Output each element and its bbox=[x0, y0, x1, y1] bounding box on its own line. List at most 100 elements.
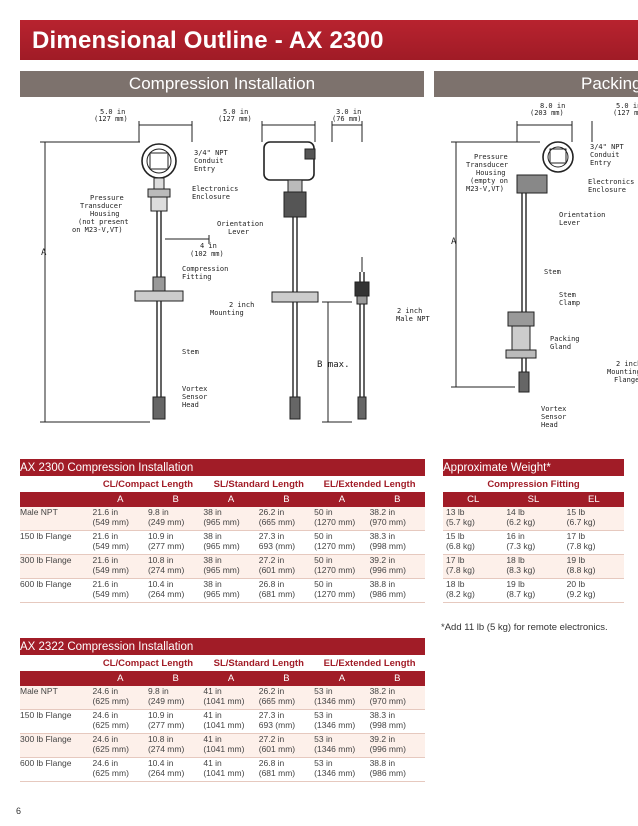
table-cell: 41 in(1041 mm) bbox=[203, 686, 259, 710]
two-inch-label: 2 inch bbox=[229, 301, 254, 309]
value-primary: 41 in bbox=[203, 734, 222, 744]
value-primary: 16 in bbox=[506, 531, 525, 541]
value-secondary: (986 mm) bbox=[369, 768, 406, 778]
value-primary: 24.6 in bbox=[92, 710, 119, 720]
table-cell: 21.6 in(549 mm) bbox=[92, 578, 148, 603]
value-primary: 41 in bbox=[203, 758, 222, 768]
table-cell: 41 in(1041 mm) bbox=[203, 733, 259, 758]
weight-subheader-cl: CL bbox=[443, 492, 504, 507]
value-primary: 38 in bbox=[203, 579, 222, 589]
table-cell: 21.6 in(549 mm) bbox=[92, 530, 148, 555]
value-secondary: (8.8 kg) bbox=[566, 565, 596, 575]
gland-label: Gland bbox=[550, 343, 571, 351]
subheader: A bbox=[92, 492, 148, 507]
value-secondary: (1041 mm) bbox=[203, 696, 245, 706]
value-primary: 53 in bbox=[314, 686, 333, 696]
table-cell: 10.9 in(277 mm) bbox=[147, 530, 204, 555]
value-secondary: (965 mm) bbox=[203, 541, 240, 551]
value-primary: 26.8 in bbox=[258, 579, 285, 589]
dimensional-drawing: 5.0 in (127 mm) 3/4" NPT Conduit Entry E… bbox=[40, 102, 638, 429]
table-cell: 41 in(1041 mm) bbox=[203, 709, 259, 734]
table-cell: 9.8 in(249 mm) bbox=[147, 686, 204, 710]
value-secondary: (8.3 kg) bbox=[506, 565, 536, 575]
value-secondary: (625 mm) bbox=[92, 696, 129, 706]
value-primary: 18 lb bbox=[506, 555, 525, 565]
stem-label: Stem bbox=[182, 348, 199, 356]
row-label: Male NPT bbox=[20, 686, 93, 710]
table-cell: 17 lb(7.8 kg) bbox=[563, 530, 624, 555]
value-primary: 41 in bbox=[203, 710, 222, 720]
vortex-b-label: Vortex bbox=[541, 405, 566, 413]
sensor-b-label: Sensor bbox=[541, 413, 566, 421]
dim-203-label: (203 mm) bbox=[530, 109, 564, 117]
value-secondary: (9.2 kg) bbox=[566, 589, 596, 599]
weight-table: Approximate Weight* Compression Fitting … bbox=[443, 459, 624, 603]
pressure-label: Pressure bbox=[90, 194, 124, 202]
table-cell: 39.2 in(996 mm) bbox=[369, 733, 425, 758]
table-cell: 24.6 in(625 mm) bbox=[92, 709, 148, 734]
value-primary: 13 lb bbox=[446, 507, 465, 517]
value-secondary: 693 (mm) bbox=[258, 541, 296, 551]
value-secondary: (7.3 kg) bbox=[506, 541, 536, 551]
value-primary: 38.2 in bbox=[369, 507, 396, 517]
row-label: 150 lb Flange bbox=[20, 709, 93, 734]
table-cell: 18 lb(8.3 kg) bbox=[503, 554, 564, 579]
section-heading-packing: Packing bbox=[434, 71, 638, 97]
value-secondary: (1270 mm) bbox=[314, 541, 356, 551]
value-secondary: (665 mm) bbox=[258, 696, 296, 706]
value-secondary: (6.7 kg) bbox=[566, 517, 596, 527]
value-secondary: (1041 mm) bbox=[203, 720, 245, 730]
dim-8in-label: 8.0 in bbox=[540, 102, 565, 110]
value-secondary: (665 mm) bbox=[258, 517, 296, 527]
two-inch-b-label: 2 inch bbox=[397, 307, 422, 315]
table-cell: 38 in(965 mm) bbox=[203, 507, 259, 531]
value-primary: 27.2 in bbox=[258, 734, 285, 744]
table-row: 13 lb(5.7 kg)14 lb(6.2 kg)15 lb(6.7 kg) bbox=[443, 507, 624, 531]
group-header-el: EL/Extended Length bbox=[314, 655, 425, 671]
value-secondary: (274 mm) bbox=[147, 565, 185, 575]
value-primary: 14 lb bbox=[506, 507, 525, 517]
m23-b-label: M23-V,VT) bbox=[466, 185, 504, 193]
table-cell: 15 lb(6.7 kg) bbox=[563, 507, 624, 531]
housing-b-label: Housing bbox=[476, 169, 506, 177]
value-secondary: (998 mm) bbox=[369, 720, 406, 730]
value-primary: 41 in bbox=[203, 686, 222, 696]
row-label: 600 lb Flange bbox=[20, 578, 93, 603]
table-cell: 10.9 in(277 mm) bbox=[147, 709, 204, 734]
table-cell: 38.3 in(998 mm) bbox=[369, 530, 425, 555]
value-primary: 21.6 in bbox=[92, 555, 119, 565]
value-primary: 38 in bbox=[203, 531, 222, 541]
subheader: B bbox=[147, 492, 204, 507]
section-heading-packing-label: Packing bbox=[581, 74, 638, 93]
value-secondary: (965 mm) bbox=[203, 589, 240, 599]
table-cell: 53 in(1346 mm) bbox=[314, 733, 370, 758]
table-cell: 21.6 in(549 mm) bbox=[92, 507, 148, 531]
value-primary: 20 lb bbox=[566, 579, 586, 589]
table-cell: 38.2 in(970 mm) bbox=[369, 686, 425, 710]
a-b-label: A bbox=[451, 237, 457, 247]
ax2322-table: AX 2322 Compression Installation CL/Comp… bbox=[20, 638, 425, 782]
orientation-b-label: Orientation bbox=[559, 211, 605, 219]
value-secondary: (277 mm) bbox=[147, 720, 185, 730]
value-primary: 27.3 in bbox=[258, 710, 285, 720]
value-secondary: (965 mm) bbox=[203, 565, 240, 575]
dim-127-c-label: (127 mm bbox=[613, 109, 638, 117]
value-secondary: (601 mm) bbox=[258, 744, 296, 754]
value-secondary: (625 mm) bbox=[92, 768, 129, 778]
value-secondary: (965 mm) bbox=[203, 517, 240, 527]
page-title: Dimensional Outline - AX 2300 bbox=[32, 27, 384, 54]
weight-subheader-el: EL bbox=[563, 492, 624, 507]
lever-label: Lever bbox=[228, 228, 249, 236]
value-secondary: 693 (mm) bbox=[258, 720, 296, 730]
dim-127-b-label: (127 mm) bbox=[218, 115, 252, 123]
value-primary: 19 lb bbox=[506, 579, 525, 589]
value-secondary: (996 mm) bbox=[369, 565, 406, 575]
value-secondary: (1270 mm) bbox=[314, 565, 356, 575]
value-primary: 38 in bbox=[203, 555, 222, 565]
subheader: B bbox=[258, 671, 315, 686]
sensor-label: Sensor bbox=[182, 393, 207, 401]
dim-76-label: (76 mm) bbox=[332, 115, 362, 123]
